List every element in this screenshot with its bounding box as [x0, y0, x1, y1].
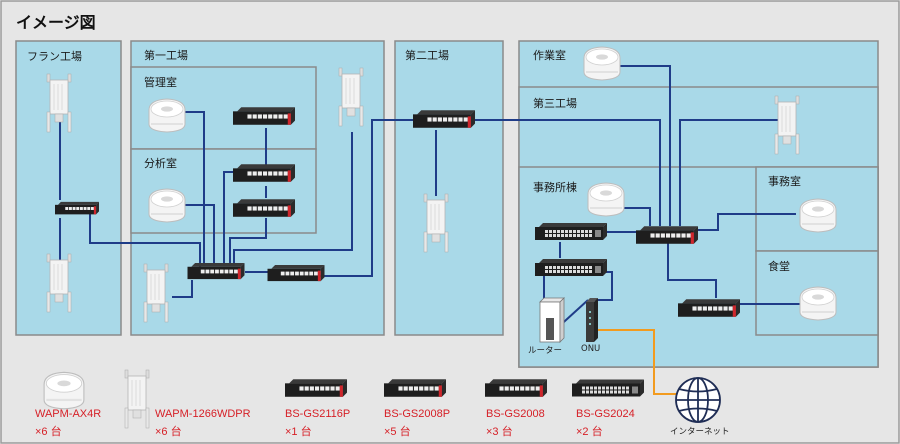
link: [184, 111, 205, 266]
legend-name-bs-gs2024: BS-GS2024: [576, 408, 635, 420]
lan-links: [59, 65, 819, 331]
router-device: [539, 297, 565, 343]
router-label: ルーター: [528, 346, 563, 356]
legend-name-wapm-1266wdpr: WAPM-1266WDPR: [155, 408, 251, 420]
legend-name-wapm-ax4r: WAPM-AX4R: [35, 408, 102, 420]
legend-name-bs-gs2008: BS-GS2008: [486, 408, 545, 420]
onu-label: ONU: [581, 344, 601, 354]
legend-qty-bs-gs2116p: ×1 台: [285, 426, 312, 438]
ceiling-ap-kanrishitsu: [148, 98, 186, 133]
link: [233, 132, 353, 266]
legend-switch-gs2008: [485, 379, 547, 397]
area-label-furan-kojo: フラン工場: [27, 50, 82, 63]
ceiling-ap-jimusho: [587, 182, 625, 217]
legend-qty-bs-gs2024: ×2 台: [576, 426, 603, 438]
legend-name-bs-gs2008p: BS-GS2008P: [384, 408, 451, 420]
link: [316, 119, 416, 277]
switch-bunseki-2: [233, 199, 295, 217]
link: [178, 204, 215, 266]
area-label-shokudo: 食堂: [768, 260, 790, 273]
legend-qty-wapm-ax4r: ×6 台: [35, 426, 62, 438]
internet-label: インターネット: [670, 427, 730, 437]
area-label-kanrishitsu: 管理室: [144, 76, 177, 89]
wan-link: [594, 329, 680, 395]
area-label-bunsekishitsu: 分析室: [144, 157, 177, 170]
switch-jimusho-core: [636, 226, 698, 244]
legend-ceiling-ap: [43, 371, 85, 410]
legend-qty-bs-gs2008: ×3 台: [486, 426, 513, 438]
switch-bunseki-1: [233, 164, 295, 182]
link: [696, 213, 796, 231]
legend-switch-gs2024: [572, 379, 644, 397]
area-label-daini-kojo: 第二工場: [405, 49, 449, 62]
switch-daiichi-2: [267, 264, 325, 282]
legend-qty-bs-gs2008p: ×5 台: [384, 426, 411, 438]
zone-jimushitsu: [755, 166, 879, 252]
switch-jimusho-24-2: [535, 259, 607, 276]
ceiling-ap-sagyoshitsu: [583, 46, 621, 81]
link: [89, 210, 201, 268]
switch-daiichi-core: [187, 262, 245, 280]
legend-switch-gs2008p: [384, 379, 446, 397]
link: [472, 119, 661, 226]
switch-furan: [55, 201, 99, 215]
area-label-jimusho-to: 事務所棟: [533, 181, 577, 194]
ceiling-ap-jimushitsu: [799, 198, 837, 233]
link: [667, 242, 717, 298]
switch-daini: [413, 110, 475, 128]
link: [679, 119, 785, 226]
internet-globe-icon: [675, 377, 721, 423]
onu-device: [586, 298, 598, 342]
switch-shokudo: [678, 299, 740, 317]
ceiling-ap-bunseki: [148, 188, 186, 223]
link: [620, 65, 671, 226]
link: [229, 218, 267, 266]
legend-name-bs-gs2116p: BS-GS2116P: [285, 408, 351, 420]
area-label-daiichi-kojo: 第一工場: [144, 49, 188, 62]
legend-qty-wapm-1266wdpr: ×6 台: [155, 426, 182, 438]
legend-switch-gs2116p: [285, 379, 347, 397]
switch-kanrishitsu: [233, 107, 295, 125]
switch-jimusho-24-1: [535, 223, 607, 240]
link: [172, 280, 193, 298]
diagram-title: イメージ図: [16, 13, 96, 32]
area-label-sagyoshitsu: 作業室: [533, 49, 566, 62]
area-label-daisan-kojo: 第三工場: [533, 97, 577, 110]
zone-daini-kojo: [394, 40, 504, 336]
area-label-jimushitsu: 事務室: [768, 175, 801, 188]
zone-furan-kojo: [15, 40, 122, 336]
ceiling-ap-shokudo: [799, 286, 837, 321]
